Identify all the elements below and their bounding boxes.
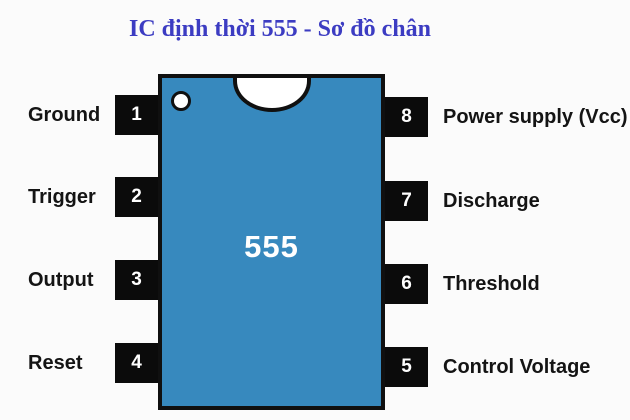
pin-6: 6 — [385, 264, 428, 304]
pin-6-label: Threshold — [443, 273, 540, 295]
page-title: IC định thời 555 - Sơ đồ chân — [128, 16, 431, 42]
pin-5: 5 — [385, 347, 428, 387]
pin-4-number: 4 — [131, 352, 142, 373]
pin-2-label: Trigger — [28, 186, 96, 208]
pin-5-label: Control Voltage — [443, 356, 591, 378]
pin-3-number: 3 — [131, 269, 142, 290]
pin-7-number: 7 — [401, 190, 412, 211]
pin-8-label: Power supply (Vcc) — [443, 106, 628, 128]
pin-7-label: Discharge — [443, 190, 540, 212]
pin-5-number: 5 — [401, 356, 412, 377]
pin-6-number: 6 — [401, 273, 412, 294]
chip-label: 555 — [244, 229, 299, 264]
pin-4-label: Reset — [28, 352, 83, 374]
chip-notch-icon — [233, 78, 311, 112]
pin-2-number: 2 — [131, 186, 142, 207]
pin-8-number: 8 — [401, 106, 412, 127]
pin1-indicator-dot-icon — [171, 91, 191, 111]
pin-3-label: Output — [28, 269, 94, 291]
pin-7: 7 — [385, 181, 428, 221]
pin-1: 1 — [115, 95, 158, 135]
pin-3: 3 — [115, 260, 158, 300]
pin-1-label: Ground — [28, 104, 101, 126]
pin-4: 4 — [115, 343, 158, 383]
ic-chip-body: 555 — [158, 74, 385, 410]
pin-1-number: 1 — [131, 104, 142, 125]
pin-2: 2 — [115, 177, 158, 217]
pin-8: 8 — [385, 97, 428, 137]
